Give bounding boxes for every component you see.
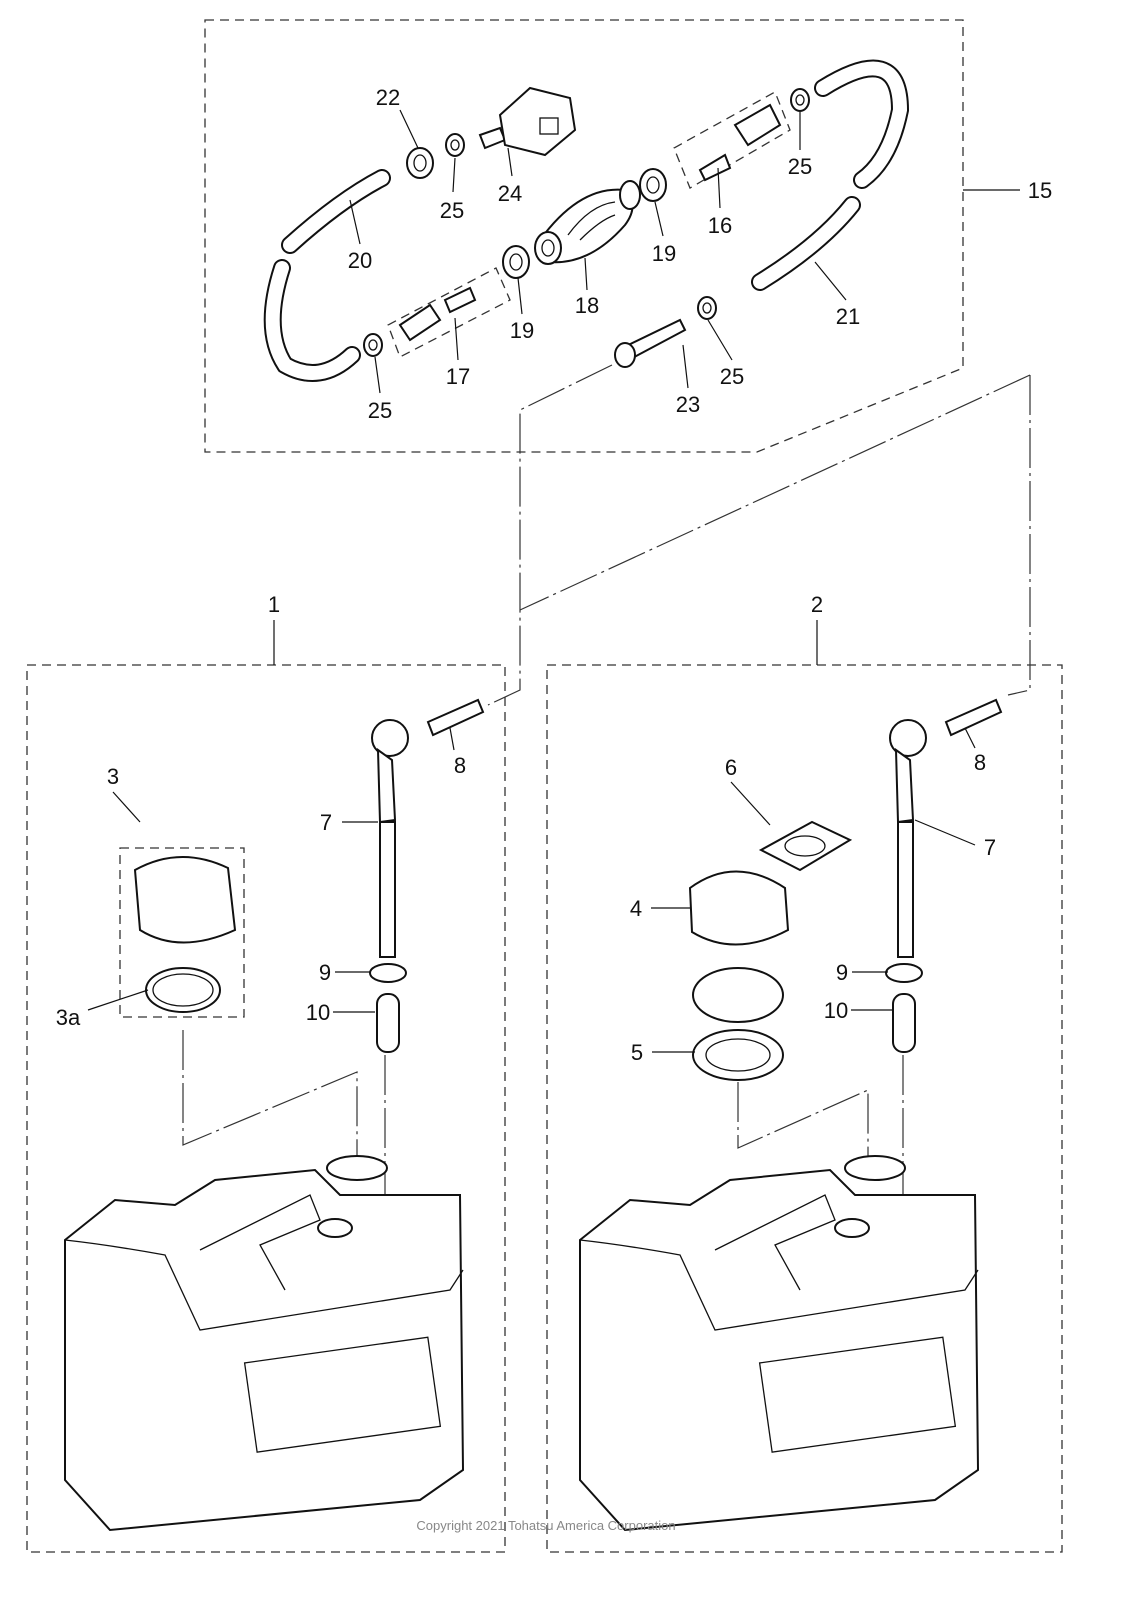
callout-1: 1	[268, 592, 280, 617]
callout-24: 24	[498, 181, 522, 206]
tank-1-group-box	[26, 664, 506, 1553]
callout-3a: 3a	[56, 1005, 81, 1030]
tank-fittings	[133, 698, 1003, 1081]
callout-21: 21	[836, 304, 860, 329]
callout-10: 10	[306, 1000, 330, 1025]
callout-25: 25	[440, 198, 464, 223]
connection-line-cap5	[737, 1082, 869, 1175]
connection-line-15-to-tank2	[519, 374, 1031, 696]
callout-18: 18	[575, 293, 599, 318]
callout-4: 4	[630, 896, 642, 921]
valve-16-group-box	[673, 91, 791, 189]
connection-line-cap3	[182, 1030, 358, 1170]
callout-25: 25	[788, 154, 812, 179]
leader-lines	[87, 109, 976, 1053]
callout-6: 6	[725, 755, 737, 780]
fuel-tank-1	[64, 1155, 465, 1532]
tank-2-group-box	[546, 664, 1063, 1553]
callout-5: 5	[631, 1040, 643, 1065]
callout-3: 3	[107, 764, 119, 789]
callout-8: 8	[974, 750, 986, 775]
copyright-notice: Copyright 2021 Tohatsu America Corporati…	[416, 1518, 675, 1533]
callout-17: 17	[446, 364, 470, 389]
callout-10: 10	[824, 998, 848, 1023]
cap-3-group-box	[119, 847, 245, 1018]
hose-20	[263, 169, 391, 382]
callout-16: 16	[708, 213, 732, 238]
valve-17-group-box	[387, 267, 511, 358]
callout-15: 15	[1028, 178, 1052, 203]
callout-23: 23	[676, 392, 700, 417]
callout-7: 7	[320, 810, 332, 835]
callout-9: 9	[836, 960, 848, 985]
callout-22: 22	[376, 85, 400, 110]
hose-assembly-group-box	[204, 19, 964, 453]
clamps-and-connectors	[363, 86, 810, 368]
callout-2: 2	[811, 592, 823, 617]
callout-9: 9	[319, 960, 331, 985]
callout-8: 8	[454, 753, 466, 778]
primer-bulb-18	[534, 180, 641, 265]
callout-7: 7	[984, 835, 996, 860]
fuel-tank-2	[579, 1155, 980, 1532]
callout-19: 19	[652, 241, 676, 266]
callout-25: 25	[720, 364, 744, 389]
connection-line-23-to-tank1	[487, 364, 613, 706]
hose-21	[751, 59, 910, 291]
callout-19: 19	[510, 318, 534, 343]
callout-20: 20	[348, 248, 372, 273]
callout-25: 25	[368, 398, 392, 423]
